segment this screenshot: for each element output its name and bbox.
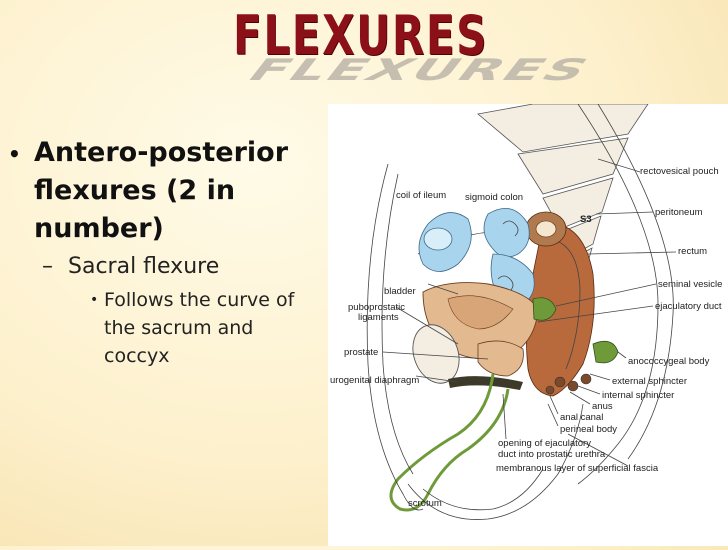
leader-lines <box>382 158 677 467</box>
label-puboprostatic-2: ligaments <box>358 312 399 323</box>
bullet-level2-text: Sacral flexure <box>68 254 220 279</box>
label-rectovesical-pouch: rectovesical pouch <box>640 166 719 177</box>
label-external-sphincter: external sphincter <box>612 376 687 387</box>
label-opening-ejaculatory-2: duct into prostatic urethra <box>498 449 606 460</box>
label-prostate: prostate <box>344 347 378 358</box>
anterior-outline <box>366 163 424 511</box>
intestines <box>418 207 535 306</box>
label-coil-of-ileum: coil of ileum <box>396 190 446 201</box>
pelvis-diagram-svg: rectovesical pouch coil of ileum sigmoid… <box>328 103 728 546</box>
urogenital-diaphragm <box>448 376 523 390</box>
label-urogenital-diaphragm: urogenital diaphragm <box>330 375 419 386</box>
label-anus: anus <box>592 401 613 412</box>
bullet-dot-small-icon: • <box>90 292 99 308</box>
posterior-outline <box>577 103 659 485</box>
seminal-vesicle <box>532 297 557 321</box>
label-peritoneum: peritoneum <box>655 207 703 218</box>
label-rectum: rectum <box>678 246 707 257</box>
label-puboprostatic-1: puboprostatic <box>348 302 405 313</box>
rectum-wall <box>549 238 581 370</box>
label-ejaculatory-duct: ejaculatory duct <box>655 301 722 312</box>
bullet-level3-text: Follows the curve of the sacrum and cocc… <box>104 289 295 367</box>
label-internal-sphincter: internal sphincter <box>602 390 674 401</box>
bullet-list: • Antero-posterior flexures (2 in number… <box>8 134 318 370</box>
sphincters <box>545 373 592 395</box>
bullet-level1: • Antero-posterior flexures (2 in number… <box>8 134 318 248</box>
label-s3: S3 <box>580 214 592 225</box>
title-area: FLEXURES FLEXURES <box>225 4 601 87</box>
urethra <box>389 373 510 512</box>
label-bladder: bladder <box>384 286 416 297</box>
pubic-bone <box>412 324 460 384</box>
label-perineal-body: perineal body <box>560 424 617 435</box>
pelvis-diagram: rectovesical pouch coil of ileum sigmoid… <box>328 103 728 546</box>
scrotum-outline-2 <box>422 468 544 511</box>
bullet-dash-icon: – <box>42 254 53 279</box>
label-scrotum: scrotum <box>408 498 442 509</box>
bullet-level1-text: Antero-posterior flexures (2 in number) <box>34 137 289 244</box>
label-membranous-layer: membranous layer of superficial fascia <box>496 463 659 474</box>
label-sigmoid-colon: sigmoid colon <box>465 192 523 203</box>
anterior-outline-2 <box>381 173 414 475</box>
scrotum-outline <box>407 403 584 520</box>
slide-title: FLEXURES <box>233 4 489 67</box>
label-opening-ejaculatory-1: opening of ejaculatory <box>498 438 591 449</box>
bullet-dot-icon: • <box>8 142 21 166</box>
prostate <box>477 340 524 377</box>
bullet-level3: • Follows the curve of the sacrum and co… <box>90 286 318 370</box>
label-anal-canal: anal canal <box>560 412 603 423</box>
label-seminal-vesicle: seminal vesicle <box>658 279 722 290</box>
posterior-outline-2 <box>597 103 674 460</box>
label-anococcygeal-body: anococcygeal body <box>628 356 710 367</box>
bullet-level2: – Sacral flexure <box>42 252 318 282</box>
